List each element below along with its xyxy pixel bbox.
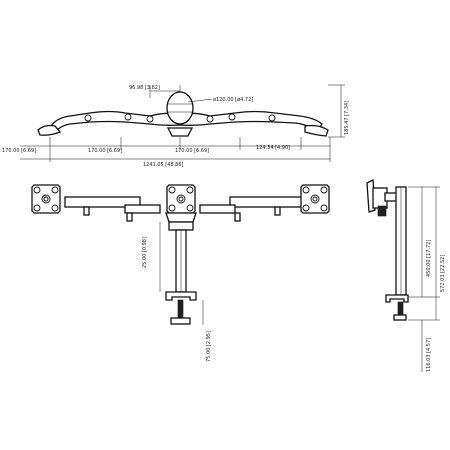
dim-height-side: 185.47 [7.34] (344, 101, 350, 135)
arm-knobs (83, 206, 281, 222)
top-arm-joints (84, 113, 276, 123)
center-clamp-head (165, 212, 197, 223)
right-vesa-plate (300, 184, 330, 214)
top-view: 96.98 [3.82] ø120.00 [ø4.72] 185.47 [7.3… (2, 84, 350, 168)
side-tilt-knob (377, 205, 387, 217)
dim-total-width: 1241.05 [48.86] (143, 162, 184, 168)
clamp-knob (170, 317, 191, 325)
center-vesa-plate (166, 184, 196, 214)
center-left-arm (124, 204, 161, 214)
side-view: 450.00 [17.72] 572.03 [22.52] 116.03 [4.… (366, 178, 446, 372)
dim-clamp-depth: 75.00 [2.95] (206, 331, 212, 362)
front-view: 25.00 [0.98] 75.00 [2.95] (31, 184, 330, 362)
dim-pole-height: 450.00 [17.72] (426, 240, 432, 277)
dim-arm-left: 170.00 [6.69] (2, 148, 36, 154)
left-monitor-plate-top (37, 124, 62, 136)
dim-clamp-offset: 25.00 [0.98] (142, 237, 148, 268)
center-right-arm (199, 204, 236, 214)
side-clamp-screw (397, 301, 404, 317)
left-arm (64, 196, 141, 208)
center-hub (166, 91, 194, 125)
center-monitor-plate-top (166, 127, 194, 137)
dim-arm-mid-left: 170.00 [6.69] (88, 148, 122, 154)
dim-arm-end: 124.34 [4.90] (256, 145, 290, 151)
side-clamp (385, 294, 409, 303)
clamp-screw (177, 299, 184, 321)
dim-arm-mid-right: 170.00 [6.69] (175, 148, 209, 154)
pole-collar (168, 221, 194, 231)
dim-offset-top: 96.98 [3.82] (129, 85, 160, 91)
dim-total-height: 572.03 [22.52] (440, 255, 446, 292)
left-vesa-plate (31, 184, 61, 214)
dim-desk-thickness: 116.03 [4.57] (426, 338, 432, 372)
right-monitor-plate-top (304, 124, 329, 137)
desk-clamp (165, 291, 197, 301)
side-clamp-knob (393, 314, 407, 321)
dim-hub-diameter: ø120.00 [ø4.72] (213, 97, 253, 103)
right-arm (229, 196, 306, 208)
